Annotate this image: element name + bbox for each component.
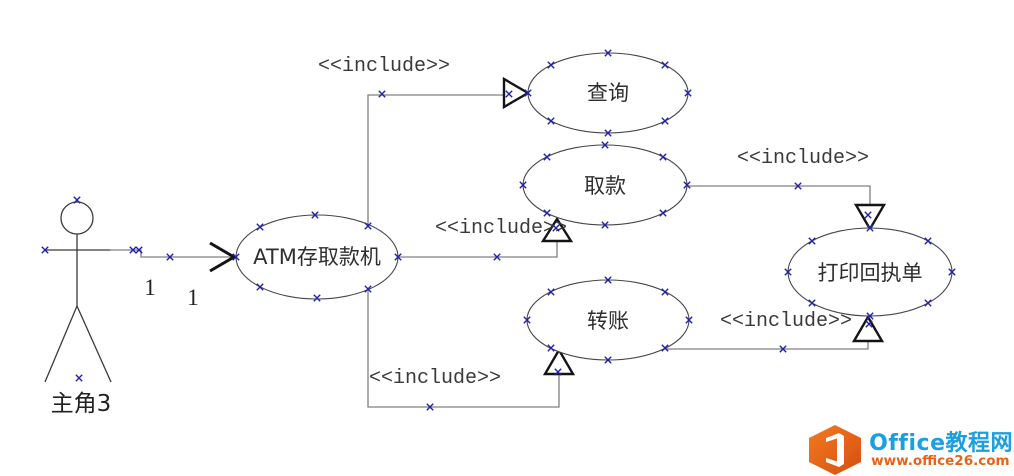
include-label-transfer: <<include>> <box>369 367 501 390</box>
selection-handle[interactable] <box>378 90 386 98</box>
usecase-query[interactable]: 查询 <box>527 52 689 134</box>
usecase-label-print-receipt: 打印回执单 <box>818 261 923 285</box>
include-label-withdraw: <<include>> <box>435 217 567 240</box>
include-atm-transfer[interactable]: <<include>> <box>367 290 576 408</box>
actor-legs[interactable] <box>44 304 112 383</box>
watermark-logo[interactable]: Office教程网 www.office26.com <box>806 424 1013 476</box>
include-line[interactable] <box>367 94 504 224</box>
include-arrowhead-icon <box>542 347 576 376</box>
include-transfer-print[interactable]: <<include>> <box>663 310 885 350</box>
include-label-query: <<include>> <box>318 55 450 78</box>
actor-label: 主角3 <box>51 391 112 417</box>
association-arrow-icon <box>209 241 237 273</box>
office-hexagon-icon <box>809 425 862 475</box>
watermark-text: Office教程网 www.office26.com <box>869 432 1013 468</box>
multiplicity-right: 1 <box>187 285 199 310</box>
include-line[interactable] <box>687 185 871 205</box>
actor-figure[interactable]: 主角3 <box>44 201 112 417</box>
include-atm-withdraw[interactable]: <<include>> <box>398 216 574 258</box>
include-arrowhead-icon <box>502 76 531 110</box>
include-atm-query[interactable]: <<include>> <box>318 55 531 224</box>
include-line[interactable] <box>663 341 869 350</box>
include-label-transfer-print: <<include>> <box>720 310 852 333</box>
association-line[interactable] <box>110 249 233 258</box>
usecase-label-withdraw: 取款 <box>584 174 626 198</box>
usecase-label-transfer: 转账 <box>587 309 629 333</box>
selection-handle[interactable] <box>75 374 83 382</box>
office-door-glyph <box>826 433 845 467</box>
include-label-withdraw-print: <<include>> <box>737 147 869 170</box>
watermark-url[interactable]: www.office26.com <box>871 452 1010 469</box>
watermark-title: Office教程网 <box>869 430 1013 456</box>
include-withdraw-print[interactable]: <<include>> <box>687 147 887 232</box>
usecase-label-query: 查询 <box>587 81 629 105</box>
hexagon-shape <box>809 425 862 475</box>
multiplicity-left: 1 <box>144 275 156 300</box>
usecase-label-atm: ATM存取款机 <box>253 245 381 269</box>
include-line[interactable] <box>367 290 560 408</box>
include-arrowhead-icon <box>540 216 574 243</box>
include-line[interactable] <box>398 241 558 258</box>
association-actor-atm[interactable]: 1 1 <box>110 241 237 310</box>
actor-head[interactable] <box>60 201 94 235</box>
include-arrowhead-icon <box>851 314 885 343</box>
